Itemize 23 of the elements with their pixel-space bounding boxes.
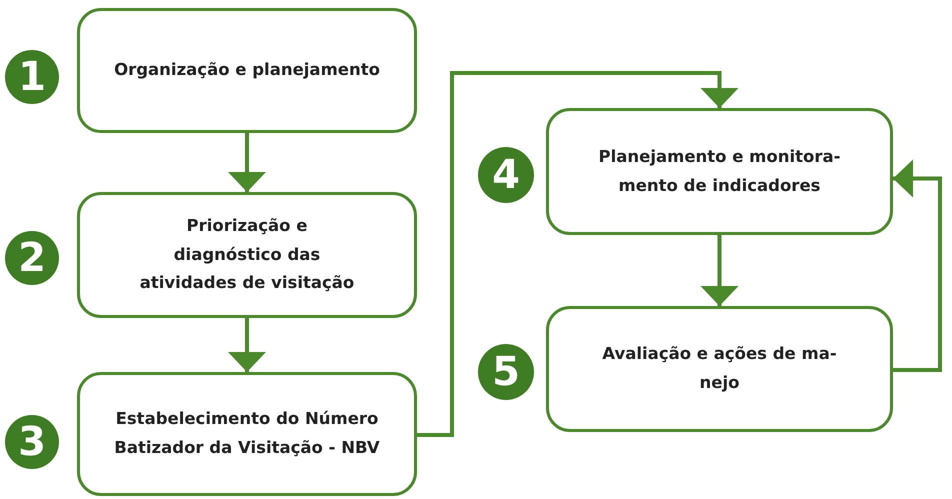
process-box [77,8,417,133]
arrow [893,160,942,372]
step-text: Planejamento e monitora- mento de indicadores [598,146,842,196]
step-circle [5,50,59,104]
process-box [77,372,417,496]
step-circle [5,415,59,469]
process-box [546,108,893,235]
step-circle [5,231,59,285]
arrow [417,71,738,437]
step-number: 3 [18,422,46,462]
step-number: 1 [18,57,46,97]
arrow [228,318,266,372]
step-text: Organização e planejamento [114,59,380,82]
step-number: 5 [492,352,520,392]
process-box [77,192,417,318]
arrow [228,133,266,192]
arrow [700,235,738,306]
step-number: 4 [492,155,520,195]
step-text: Priorização e diagnóstico das atividades de visitação [138,214,356,294]
step-text: Avaliação e ações de ma- nejo [601,343,838,394]
step-text: Estabelecimento do Número Batizador da Visitação - NBV [113,408,381,459]
process-box [546,306,893,432]
step-number: 2 [18,238,46,278]
